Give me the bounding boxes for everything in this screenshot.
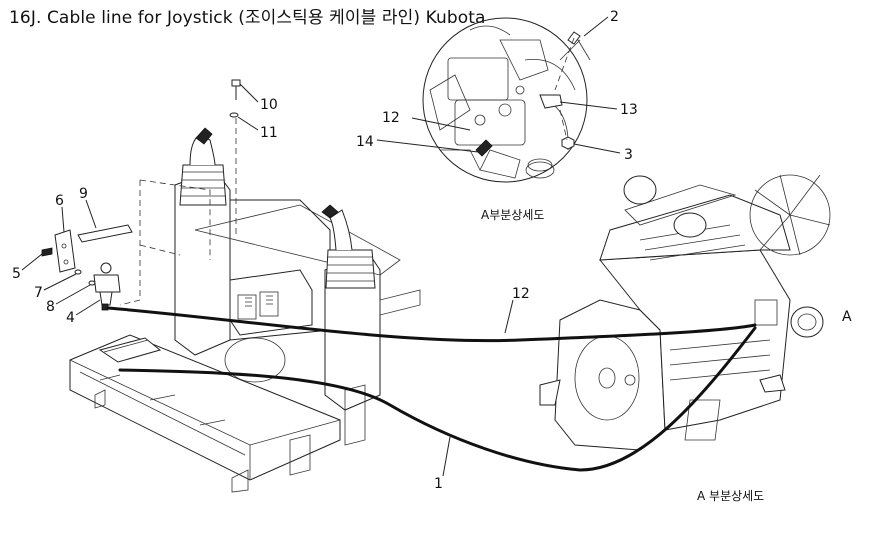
callout-14: 14 <box>356 134 374 150</box>
callout-10: 10 <box>260 97 278 113</box>
callout-11: 11 <box>260 125 278 141</box>
bottom-caption: A 부분상세도 <box>697 489 764 503</box>
callout-5: 5 <box>12 266 21 282</box>
callout-3: 3 <box>624 147 633 163</box>
cable-1 <box>118 326 757 472</box>
callout-13: 13 <box>620 102 638 118</box>
cable-12 <box>106 306 757 343</box>
callout-8: 8 <box>46 299 55 315</box>
callout-9: 9 <box>79 186 88 202</box>
detail-view-a <box>422 17 591 183</box>
cable-routes <box>106 306 757 472</box>
callout-6: 6 <box>55 193 64 209</box>
leader-lines <box>21 16 621 477</box>
detail-caption: A부분상세도 <box>481 208 544 222</box>
callout-7: 7 <box>34 285 43 301</box>
callout-2: 2 <box>610 9 619 25</box>
callout-a: A <box>842 309 852 325</box>
callout-labels: 2 13 3 12 14 10 11 6 9 5 7 8 4 12 1 A <box>12 9 852 492</box>
page-title: 16J. Cable line for Joystick (조이스틱용 케이블 … <box>9 8 486 28</box>
callout-12-detail: 12 <box>382 110 400 126</box>
callout-1: 1 <box>434 476 443 492</box>
callout-4: 4 <box>66 310 75 326</box>
view-captions: A부분상세도 A 부분상세도 <box>481 208 764 503</box>
exploded-parts <box>41 79 241 311</box>
engine-assembly <box>539 174 831 451</box>
assembly-guide-lines <box>119 118 237 306</box>
callout-12-main: 12 <box>512 286 530 302</box>
